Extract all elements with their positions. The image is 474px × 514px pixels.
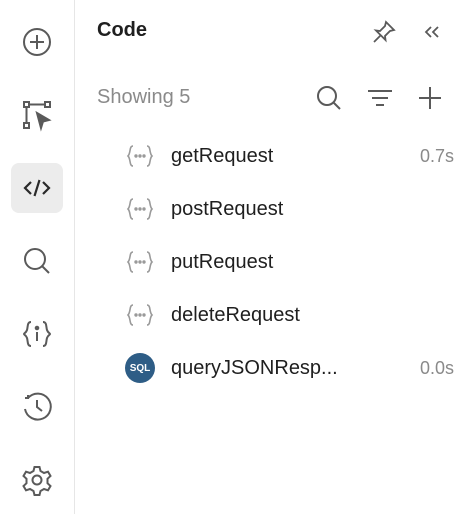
history-icon xyxy=(24,392,52,421)
settings-nav-button[interactable] xyxy=(11,455,63,505)
search-icon xyxy=(24,248,50,274)
collapse-panel-button[interactable] xyxy=(418,18,446,46)
list-item-time: 0.7s xyxy=(419,145,454,166)
filter-icon xyxy=(368,90,392,106)
workflow-button[interactable] xyxy=(11,90,63,140)
code-braces-icon xyxy=(125,194,155,224)
icon-rail xyxy=(0,0,75,514)
sql-badge: SQL xyxy=(125,353,155,383)
history-nav-button[interactable] xyxy=(11,382,63,432)
add-circle-icon xyxy=(23,28,51,56)
code-nav-button[interactable] xyxy=(11,163,63,213)
list-item[interactable]: postRequest xyxy=(125,189,454,229)
code-braces-icon xyxy=(125,247,155,277)
list-item-time: 0.0s xyxy=(419,357,454,378)
list-item-name: putRequest xyxy=(171,250,274,273)
code-braces-icon xyxy=(125,300,155,330)
search-code-button[interactable] xyxy=(313,82,345,114)
filter-button[interactable] xyxy=(364,82,396,114)
list-item[interactable]: deleteRequest xyxy=(125,295,454,335)
code-icon xyxy=(23,179,51,197)
list-item[interactable]: SQL queryJSONResp... 0.0s xyxy=(125,348,454,388)
variables-icon xyxy=(22,321,52,347)
list-item-name: queryJSONResp... xyxy=(171,356,338,379)
list-item[interactable]: putRequest xyxy=(125,242,454,282)
list-item[interactable]: getRequest 0.7s xyxy=(125,136,454,176)
code-braces-icon xyxy=(125,141,155,171)
plus-icon xyxy=(419,87,441,109)
add-code-button[interactable] xyxy=(414,82,446,114)
panel-title: Code xyxy=(97,19,147,41)
settings-icon xyxy=(22,466,52,496)
results-count: Showing 5 xyxy=(97,86,191,108)
list-item-name: postRequest xyxy=(171,197,284,220)
search-icon xyxy=(317,86,341,110)
search-nav-button[interactable] xyxy=(11,236,63,286)
add-button[interactable] xyxy=(11,17,63,67)
double-chevron-left-icon xyxy=(424,26,439,38)
sql-icon: SQL xyxy=(125,353,155,383)
variables-nav-button[interactable] xyxy=(11,309,63,359)
pin-button[interactable] xyxy=(370,18,398,46)
workflow-select-icon xyxy=(23,101,52,132)
pin-icon xyxy=(373,20,396,43)
list-item-name: getRequest xyxy=(171,144,274,167)
list-item-name: deleteRequest xyxy=(171,303,300,326)
code-panel: Code Showing 5 xyxy=(75,0,474,514)
